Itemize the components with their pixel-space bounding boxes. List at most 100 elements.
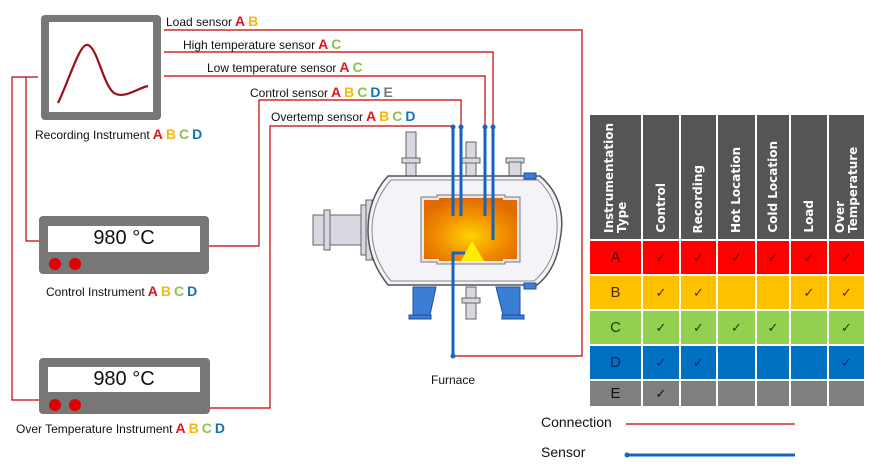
table-row-e: E✓ bbox=[590, 381, 864, 406]
header-hot-location: Hot Location bbox=[718, 115, 755, 239]
empty-cell bbox=[718, 381, 755, 406]
type-letter-a: A bbox=[152, 126, 163, 142]
header-text: Hot Location bbox=[729, 147, 743, 233]
checkmark-icon: ✓ bbox=[841, 284, 852, 300]
checkmark-icon: ✓ bbox=[655, 319, 667, 335]
empty-cell bbox=[718, 346, 755, 379]
checkmark-icon: ✓ bbox=[841, 249, 852, 265]
type-cell: C bbox=[590, 311, 641, 344]
type-letter-c: C bbox=[352, 59, 363, 75]
empty-cell bbox=[791, 311, 827, 344]
checkmark-icon: ✓ bbox=[693, 319, 704, 335]
empty-cell bbox=[681, 381, 716, 406]
empty-cell bbox=[757, 381, 789, 406]
type-letter-c: C bbox=[178, 126, 190, 142]
check-cell: ✓ bbox=[757, 311, 789, 344]
checkmark-icon: ✓ bbox=[803, 284, 815, 300]
type-letter-c: C bbox=[357, 84, 368, 100]
overtemp-instrument bbox=[39, 358, 210, 414]
checkmark-icon: ✓ bbox=[655, 249, 667, 265]
type-letter-d: D bbox=[214, 420, 226, 436]
check-cell: ✓ bbox=[718, 241, 755, 274]
empty-cell bbox=[718, 276, 755, 309]
type-letter-b: B bbox=[248, 13, 259, 29]
table-row-c: C✓✓✓✓✓ bbox=[590, 311, 864, 344]
header-load: Load bbox=[791, 115, 827, 239]
type-letter-a: A bbox=[339, 59, 350, 75]
check-cell: ✓ bbox=[643, 381, 679, 406]
label-text: Load sensor bbox=[166, 15, 233, 29]
header-text: Load bbox=[801, 200, 816, 233]
recording-instrument bbox=[41, 15, 161, 120]
check-cell: ✓ bbox=[643, 346, 679, 379]
empty-cell bbox=[829, 381, 864, 406]
checkmark-icon: ✓ bbox=[767, 319, 779, 335]
wire-recording-to-overtemp bbox=[11, 76, 40, 401]
header-text: Recording bbox=[691, 164, 705, 234]
empty-cell bbox=[757, 276, 789, 309]
type-letter-a: A bbox=[175, 420, 186, 436]
header-text: Instrumentation Type bbox=[601, 122, 629, 233]
check-cell: ✓ bbox=[829, 276, 864, 309]
type-letter-c: C bbox=[392, 108, 403, 124]
led-indicator bbox=[49, 399, 61, 411]
checkmark-icon: ✓ bbox=[731, 319, 742, 335]
type-letter-b: B bbox=[188, 420, 199, 436]
header-text: Control bbox=[653, 183, 668, 233]
wire-low-temp-sensor bbox=[164, 75, 486, 126]
header-text: Over Temperature bbox=[832, 146, 860, 233]
check-cell: ✓ bbox=[681, 241, 716, 274]
wire-load-sensor bbox=[164, 29, 583, 357]
connection-wires bbox=[11, 29, 583, 409]
header-cold-location: Cold Location bbox=[757, 115, 789, 239]
empty-cell bbox=[791, 381, 827, 406]
check-cell: ✓ bbox=[681, 311, 716, 344]
header-instrumentation-type: Instrumentation Type bbox=[590, 115, 641, 239]
type-letter-c: C bbox=[201, 420, 212, 436]
check-cell: ✓ bbox=[829, 241, 864, 274]
checkmark-icon: ✓ bbox=[767, 249, 779, 265]
led-indicator bbox=[49, 258, 61, 270]
checkmark-icon: ✓ bbox=[655, 354, 667, 370]
table-row-d: D✓✓✓ bbox=[590, 346, 864, 379]
type-letter-d: D bbox=[370, 84, 381, 100]
legend-sensor-dot bbox=[624, 452, 630, 458]
instrumentation-type-table: Instrumentation Type Control Recording H… bbox=[588, 113, 866, 408]
type-cell: D bbox=[590, 346, 641, 379]
header-recording: Recording bbox=[681, 115, 716, 239]
type-letter-b: B bbox=[165, 126, 176, 142]
header-text: Cold Location bbox=[765, 141, 780, 233]
led-indicator bbox=[69, 399, 81, 411]
wire-overtemp-sensor bbox=[209, 125, 453, 409]
label-text: Low temperature sensor bbox=[207, 61, 337, 75]
type-letter-c: C bbox=[331, 36, 342, 52]
led-indicator bbox=[69, 258, 81, 270]
table-body: A✓✓✓✓✓✓B✓✓✓✓C✓✓✓✓✓D✓✓✓E✓ bbox=[590, 241, 864, 406]
type-letter-a: A bbox=[366, 108, 377, 124]
empty-cell bbox=[791, 346, 827, 379]
type-letter-b: B bbox=[160, 283, 171, 299]
legend-sensor-label: Sensor bbox=[541, 444, 586, 460]
type-cell: A bbox=[590, 241, 641, 274]
checkmark-icon: ✓ bbox=[655, 284, 667, 300]
sensors bbox=[450, 124, 496, 359]
check-cell: ✓ bbox=[791, 241, 827, 274]
type-letter-a: A bbox=[147, 283, 158, 299]
check-cell: ✓ bbox=[681, 346, 716, 379]
type-letter-c: C bbox=[173, 283, 185, 299]
furnace bbox=[312, 131, 563, 320]
